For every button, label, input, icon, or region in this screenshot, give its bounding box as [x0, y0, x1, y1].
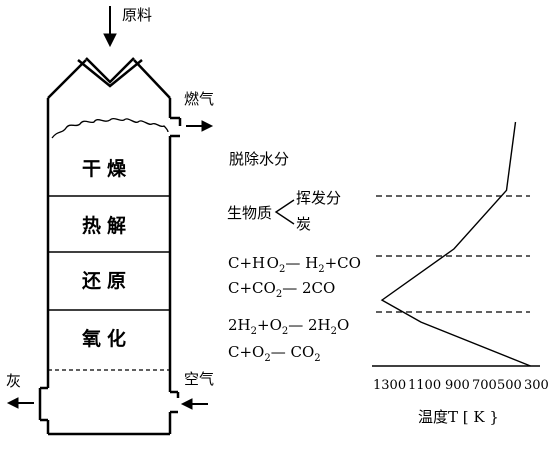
fuel-gas-label: 燃气	[184, 90, 215, 108]
tick-1300: 1300	[373, 378, 407, 393]
tick-700: 700	[472, 378, 497, 393]
reaction-water-gas: C+H O2— H2+CO	[228, 254, 361, 275]
reaction-boudouard: C+CO2— 2CO	[228, 279, 336, 300]
tick-500: 500	[497, 378, 522, 393]
tick-300: 300	[524, 378, 549, 393]
axis-title: 温度T [ K }	[418, 408, 499, 426]
tick-1100: 1100	[408, 378, 442, 393]
ash-arrow	[6, 397, 34, 409]
zone-reduction: 还原	[81, 270, 132, 292]
tick-900: 900	[445, 378, 470, 393]
air-arrow	[180, 398, 208, 410]
feed-hopper	[77, 57, 143, 88]
zone-oxidation: 氧化	[81, 328, 132, 350]
reactor-wall-left	[38, 98, 50, 434]
fuel-gas-arrow	[186, 120, 214, 132]
biomass-bracket	[274, 199, 295, 225]
drying-reaction: 脱除水分	[229, 150, 290, 168]
feed-label: 原料	[122, 6, 153, 24]
air-label: 空气	[184, 370, 215, 388]
reactor-wall-right	[168, 98, 182, 434]
biomass-label: 生物质	[227, 204, 273, 222]
temperature-profile-line	[380, 121, 531, 367]
feed-arrow	[103, 6, 117, 48]
zone-boundary-lines	[376, 195, 530, 313]
zone-pyrolysis: 热解	[81, 215, 132, 237]
reaction-hydrogen-combustion: 2H2+O2— 2H2O	[228, 316, 350, 337]
volatiles-label: 挥发分	[296, 189, 342, 207]
zone-separators	[48, 195, 170, 311]
reaction-carbon-combustion: C+O2— CO2	[228, 343, 321, 364]
ash-label: 灰	[6, 372, 22, 390]
char-label: 炭	[296, 215, 312, 233]
reactor-roof	[47, 59, 171, 99]
bed-surface	[51, 117, 169, 139]
zone-drying: 干燥	[81, 158, 132, 180]
